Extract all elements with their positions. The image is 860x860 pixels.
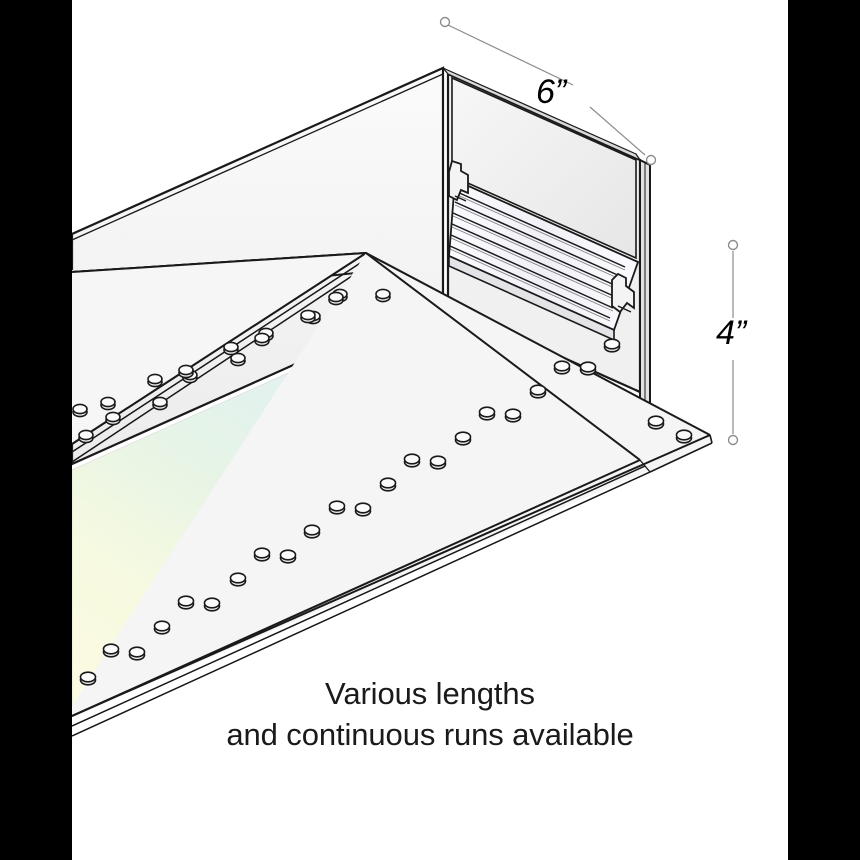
letterbox-band-left: [0, 0, 72, 860]
flange-near-aperture-edge-2: [72, 465, 646, 727]
dim-width-start-dot: [439, 16, 451, 28]
louver-rib-group: [449, 190, 626, 319]
dim-height-bottom-dot: [727, 434, 739, 446]
flange-near-corner-step: [639, 459, 651, 473]
dimension-label-height: 4”: [716, 314, 747, 352]
flange-near-aperture-edge-3: [72, 471, 651, 737]
letterbox-band-right: [788, 0, 860, 860]
dimple-row-near-inner: [128, 361, 693, 661]
clip-left-tongue: [454, 195, 467, 202]
louver-rib-shadow-group: [449, 193, 626, 322]
flange-far-inner-edge-3: [72, 263, 371, 463]
dimension-label-width: 6”: [536, 73, 567, 111]
caption-line-1: Various lengths: [325, 676, 535, 711]
interior-upper-panel: [451, 76, 637, 260]
dimension-width-6in: [439, 16, 657, 166]
flange-far-top-edge-2: [72, 252, 367, 273]
flange-near-outer-edge: [365, 252, 711, 436]
mounting-clip-right: [611, 272, 635, 314]
right-end-cap: [639, 158, 651, 430]
dim-width-leader-upper: [447, 24, 574, 86]
product-illustration-svg: [72, 16, 739, 737]
dimple-row-near-outer: [79, 338, 621, 686]
housing-top-rail-line: [72, 73, 444, 241]
dimension-height-4in: [727, 239, 739, 446]
caption-line-2: and continuous runs available: [226, 717, 634, 752]
flange-near-aperture-edge: [72, 459, 641, 717]
drywall-flange: [72, 251, 713, 737]
dim-width-leader-lower: [589, 106, 646, 156]
flange-near-inner-edge: [365, 252, 641, 461]
clip-left-body: [448, 159, 469, 202]
dim-width-end-dot: [645, 154, 657, 166]
flange-far-inner-edge-2: [72, 257, 369, 453]
dimple-row-far-inner: [72, 288, 391, 418]
led-louver-slats: [448, 178, 640, 342]
clip-right-tongue: [617, 305, 632, 313]
clip-right-body: [611, 272, 635, 314]
flange-mud-dimples: [72, 288, 693, 686]
flange-far-inner-edge: [72, 252, 367, 445]
drawing-canvas: [72, 0, 788, 860]
dim-height-top-dot: [727, 239, 739, 251]
mounting-clip-left: [448, 159, 469, 202]
